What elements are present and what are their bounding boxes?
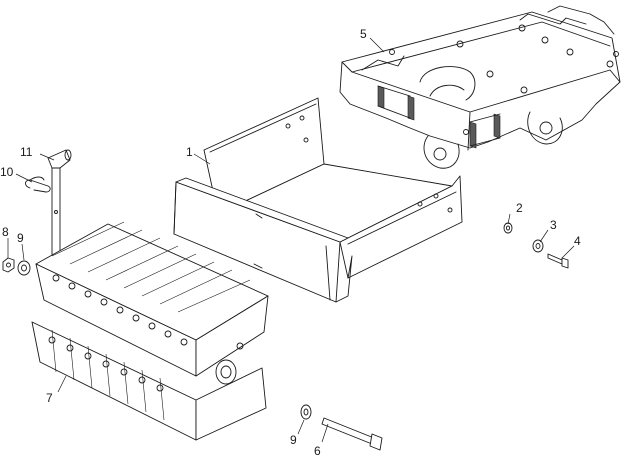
callout-9-bottom: 9	[290, 433, 297, 447]
callout-9-left: 9	[17, 231, 24, 245]
callout-11: 11	[20, 145, 33, 159]
callout-5: 5	[360, 27, 367, 41]
callout-3: 3	[550, 218, 557, 232]
washer-part-9-bottom	[300, 404, 312, 420]
washer-part-2	[503, 222, 513, 234]
callout-6: 6	[314, 444, 321, 458]
nut-part-8	[2, 257, 15, 273]
front-weights-part-7	[31, 221, 269, 441]
spring-clip-part-10	[25, 176, 51, 193]
callout-1: 1	[186, 145, 193, 159]
callout-4: 4	[574, 234, 581, 248]
weight-carrier-part-1	[173, 97, 463, 303]
callout-8: 8	[2, 225, 9, 239]
washer-part-9-left	[17, 260, 31, 276]
bolt-part-6	[321, 417, 383, 451]
washer-part-3	[532, 239, 544, 253]
callout-labels: 1 2 3 4 5 6 7 8 9 9 10 11	[0, 27, 581, 458]
leader-lines	[7, 37, 575, 443]
callout-7: 7	[46, 391, 53, 405]
bolt-part-4	[547, 253, 569, 269]
frame-bracket-part-5	[339, 5, 621, 169]
callout-2: 2	[516, 201, 523, 215]
pin-part-11	[47, 149, 72, 273]
callout-10: 10	[0, 165, 14, 179]
